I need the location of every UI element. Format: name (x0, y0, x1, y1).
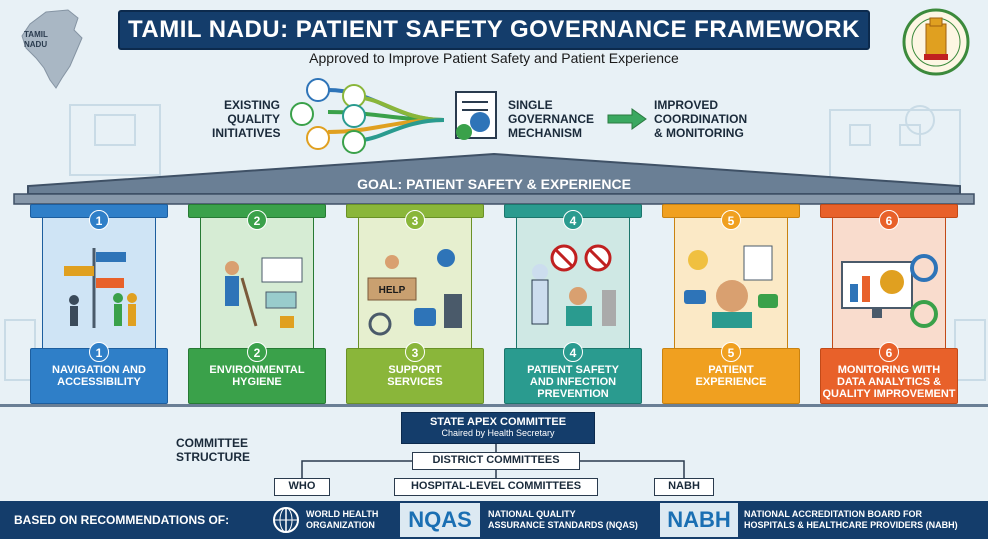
svg-text:HELP: HELP (379, 285, 406, 296)
pillar-number-bottom: 5 (721, 342, 741, 362)
single-governance-label: SINGLE GOVERNANCE MECHANISM (508, 98, 595, 140)
pillar-number-top: 6 (879, 210, 899, 230)
initiatives-converge-icon (290, 78, 445, 154)
governance-document-icon (455, 91, 497, 140)
who-box: WHO (274, 478, 330, 496)
base-divider (0, 404, 988, 407)
pillar-number-bottom: 4 (563, 342, 583, 362)
pillar-number-top: 2 (247, 210, 267, 230)
hospital-committees-box: HOSPITAL-LEVEL COMMITTEES (394, 478, 598, 496)
pillar-number-bottom: 1 (89, 342, 109, 362)
map-label: TAMIL NADU (24, 30, 48, 49)
help-desk-icon: HELP (367, 249, 462, 336)
tamil-nadu-map-icon (21, 9, 83, 89)
pillar-number-bottom: 3 (405, 342, 425, 362)
arrow-right-icon (607, 108, 647, 130)
analytics-dashboard-icon (841, 254, 938, 328)
goal-label: GOAL: PATIENT SAFETY & EXPERIENCE (357, 176, 631, 192)
pillar-number-bottom: 2 (247, 342, 267, 362)
pillar-label: PATIENT EXPERIENCE (695, 364, 767, 388)
state-apex-committee-box: STATE APEX COMMITTEE Chaired by Health S… (401, 412, 595, 444)
pillar-number-top: 4 (563, 210, 583, 230)
patient-feedback-icon (684, 245, 778, 328)
nabh-logo: NABH (660, 503, 738, 537)
district-committees-box: DISTRICT COMMITTEES (412, 452, 580, 470)
cleaning-staff-icon (225, 257, 303, 328)
pillar-shaft (200, 218, 314, 348)
nabh-name: NATIONAL ACCREDITATION BOARD FOR HOSPITA… (744, 509, 958, 530)
existing-initiatives-label: EXISTING QUALITY INITIATIVES (212, 98, 281, 140)
improved-coordination-label: IMPROVED COORDINATION & MONITORING (654, 98, 748, 140)
title-banner (118, 10, 870, 50)
signpost-icon (64, 248, 137, 328)
committee-structure-label: COMMITTEE STRUCTURE (176, 436, 250, 464)
pillar-number-top: 5 (721, 210, 741, 230)
nqas-name: NATIONAL QUALITY ASSURANCE STANDARDS (NQ… (488, 509, 638, 530)
pillar-label: PATIENT SAFETY AND INFECTION PREVENTION (527, 364, 619, 400)
government-emblem-icon (902, 8, 970, 76)
apex-subtitle: Chaired by Health Secretary (441, 428, 555, 438)
pillar-label: SUPPORT SERVICES (387, 364, 443, 388)
footer-bar (0, 501, 988, 539)
pillar-label: ENVIRONMENTAL HYGIENE (209, 364, 305, 388)
pillar-number-top: 1 (89, 210, 109, 230)
nabh-box: NABH (654, 478, 714, 496)
page-subtitle: Approved to Improve Patient Safety and P… (309, 50, 679, 66)
pillar-label: MONITORING WITH DATA ANALYTICS & QUALITY… (822, 364, 956, 400)
pillar-number-top: 3 (405, 210, 425, 230)
apex-title: STATE APEX COMMITTEE (429, 416, 567, 428)
who-name: WORLD HEALTH ORGANIZATION (306, 509, 379, 530)
based-on-label: BASED ON RECOMMENDATIONS OF: (14, 513, 230, 527)
page-title: TAMIL NADU: PATIENT SAFETY GOVERNANCE FR… (128, 16, 860, 43)
pillar-number-bottom: 6 (879, 342, 899, 362)
roof-pediment (13, 152, 975, 205)
pillar-label: NAVIGATION AND ACCESSIBILITY (52, 364, 146, 388)
nqas-logo: NQAS (400, 503, 480, 537)
infection-prevention-icon (531, 244, 616, 326)
who-logo-icon (273, 507, 299, 533)
